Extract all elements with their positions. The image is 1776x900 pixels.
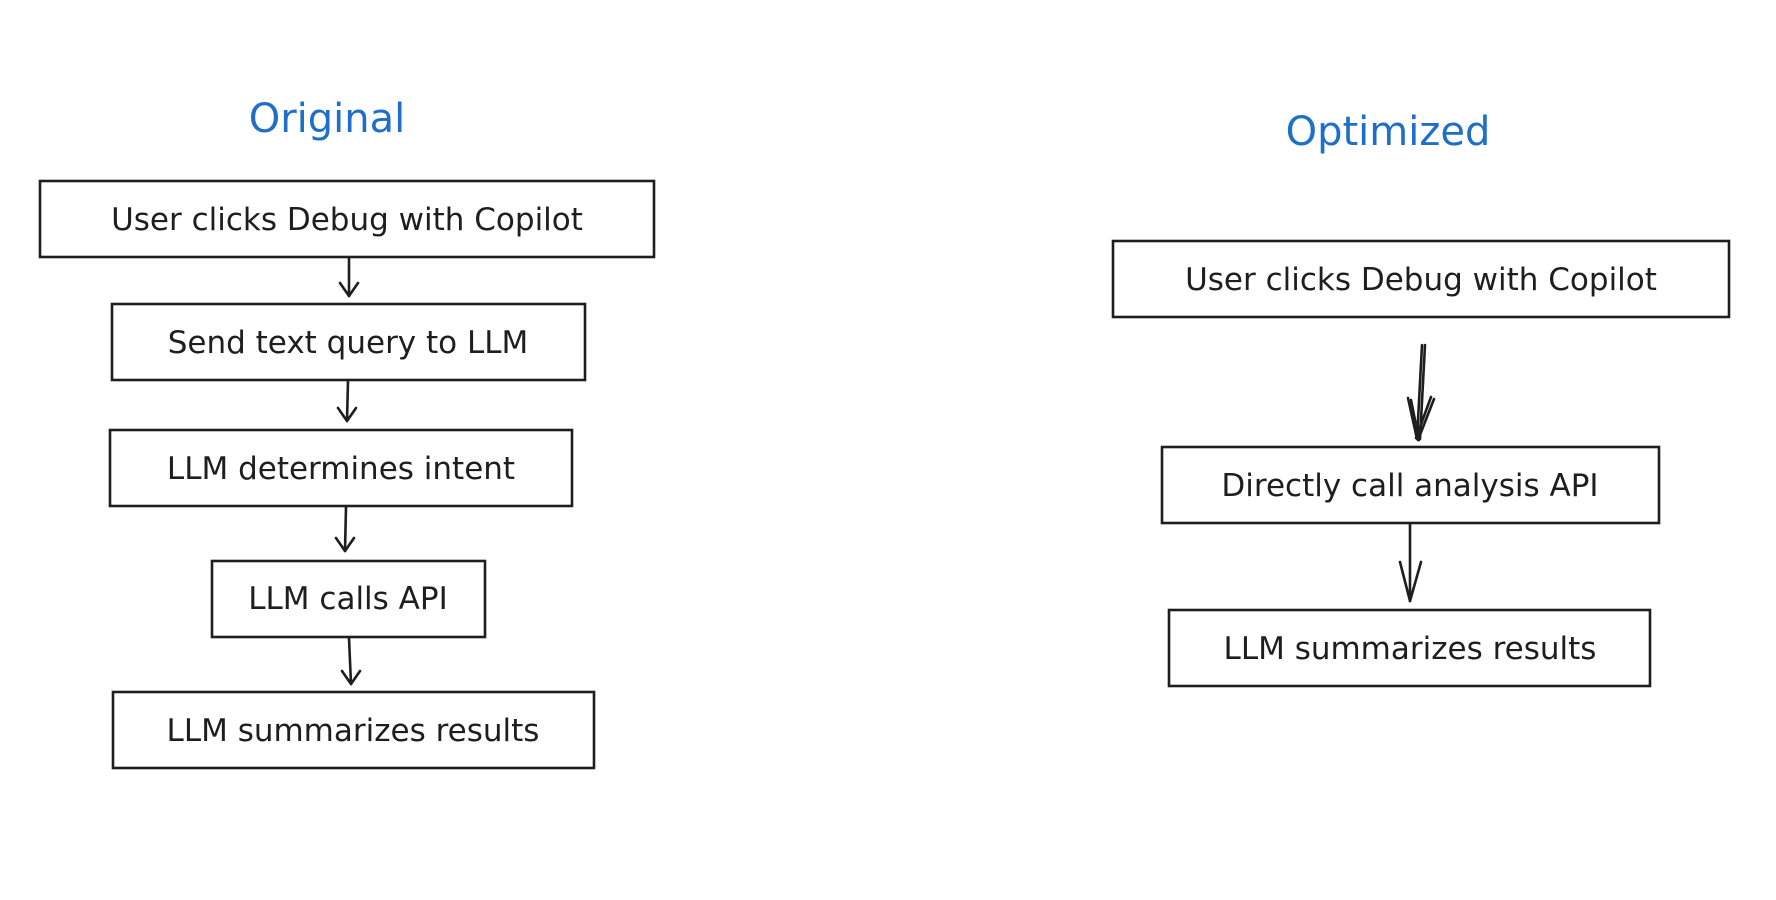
original-step-3: LLM determines intent (108, 428, 574, 508)
optimized-flow: Optimized User clicks Debug with Copilot… (1111, 109, 1731, 688)
original-step-4: LLM calls API (210, 559, 487, 639)
original-step-5-box (111, 690, 596, 770)
original-title: Original (249, 96, 406, 142)
optimized-step-2: Directly call analysis API (1160, 445, 1661, 525)
original-arrow-3 (334, 505, 356, 553)
original-step-2-box (110, 302, 587, 382)
original-step-5: LLM summarizes results (111, 690, 596, 770)
optimized-step-1: User clicks Debug with Copilot (1111, 239, 1731, 319)
original-step-2-label: Send text query to LLM (168, 325, 529, 361)
original-arrow-1 (338, 256, 360, 298)
optimized-step-3: LLM summarizes results (1167, 608, 1652, 688)
optimized-title: Optimized (1286, 109, 1491, 155)
original-step-3-box (108, 428, 574, 508)
optimized-arrow-1 (1406, 343, 1436, 442)
original-flow: Original User clicks Debug with Copilot … (38, 96, 656, 770)
original-step-1-box (38, 179, 656, 259)
original-arrow-2 (336, 379, 358, 423)
original-step-3-label: LLM determines intent (167, 451, 515, 487)
optimized-step-3-label: LLM summarizes results (1224, 631, 1597, 667)
original-step-2: Send text query to LLM (110, 302, 587, 382)
optimized-step-1-box (1111, 239, 1731, 319)
original-step-1-label: User clicks Debug with Copilot (111, 202, 583, 238)
optimized-step-2-label: Directly call analysis API (1221, 468, 1598, 504)
original-arrow-4 (340, 636, 362, 686)
original-step-4-box (210, 559, 487, 639)
original-step-1: User clicks Debug with Copilot (38, 179, 656, 259)
original-step-5-label: LLM summarizes results (167, 713, 540, 749)
optimized-arrow-2 (1398, 522, 1423, 603)
original-step-4-label: LLM calls API (248, 581, 447, 617)
optimized-step-3-box (1167, 608, 1652, 688)
optimized-step-1-label: User clicks Debug with Copilot (1185, 262, 1657, 298)
